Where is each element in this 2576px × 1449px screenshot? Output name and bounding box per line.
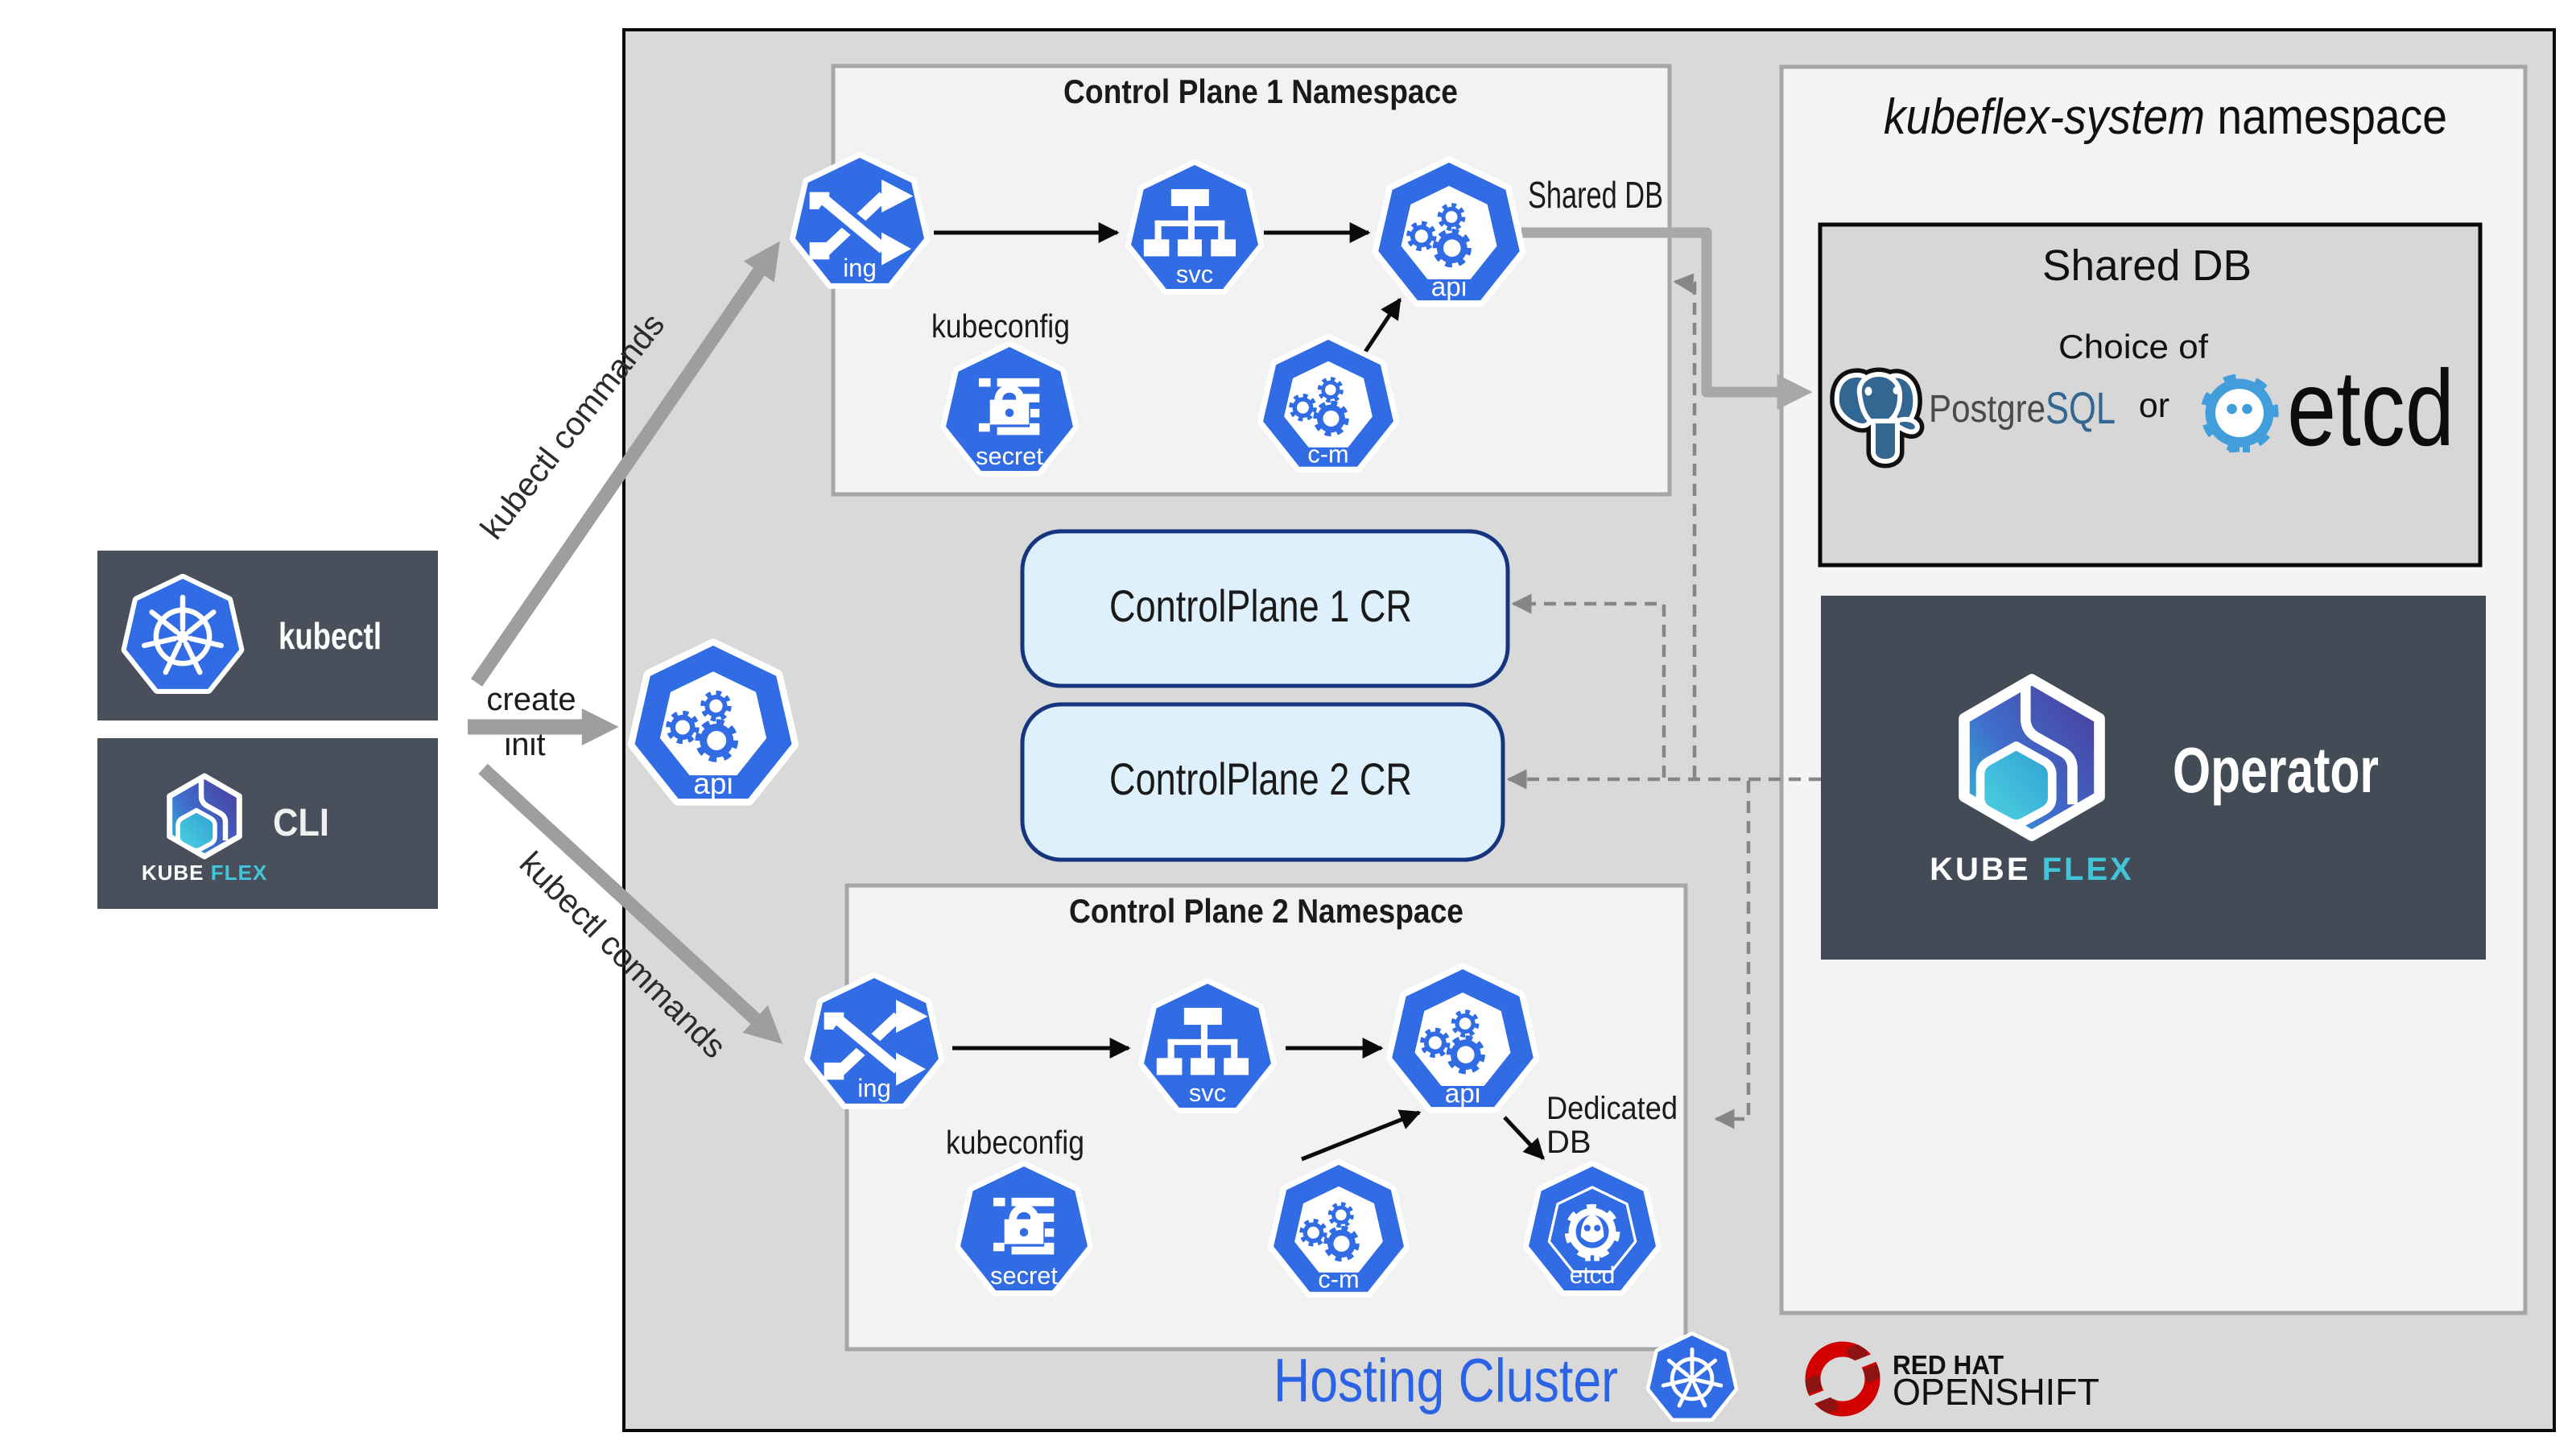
svg-text:OPENSHIFT: OPENSHIFT	[1893, 1371, 2099, 1413]
svg-text:create: create	[486, 682, 576, 717]
svg-text:Control Plane 2 Namespace: Control Plane 2 Namespace	[1069, 892, 1463, 930]
svg-text:KUBE FLEX: KUBE FLEX	[1930, 852, 2134, 887]
svg-text:Choice of: Choice of	[2058, 328, 2208, 365]
svg-text:RED HAT: RED HAT	[1893, 1350, 2004, 1380]
svg-text:Shared DB: Shared DB	[2042, 242, 2252, 290]
svg-text:kubeflex-system namespace: kubeflex-system namespace	[1884, 89, 2447, 145]
svg-text:Control Plane 1 Namespace: Control Plane 1 Namespace	[1063, 72, 1458, 110]
svg-text:ControlPlane 2 CR: ControlPlane 2 CR	[1109, 753, 1412, 804]
svg-text:KUBE FLEX: KUBE FLEX	[142, 861, 267, 885]
svg-text:Hosting Cluster: Hosting Cluster	[1274, 1347, 1618, 1415]
svg-text:Shared DB: Shared DB	[1528, 174, 1663, 216]
svg-text:Dedicated: Dedicated	[1546, 1091, 1678, 1126]
svg-text:kubeconfig: kubeconfig	[946, 1124, 1084, 1161]
svg-text:ControlPlane 1 CR: ControlPlane 1 CR	[1109, 580, 1412, 631]
svg-text:Operator: Operator	[2173, 734, 2379, 806]
svg-text:etcd: etcd	[2287, 349, 2454, 469]
svg-text:or: or	[2139, 386, 2169, 425]
svg-text:CLI: CLI	[273, 802, 329, 844]
svg-text:SQL: SQL	[2046, 382, 2116, 433]
svg-text:DB: DB	[1546, 1125, 1591, 1160]
svg-text:Postgre: Postgre	[1929, 388, 2046, 431]
svg-text:kubectl: kubectl	[279, 615, 382, 657]
svg-text:kubeconfig: kubeconfig	[931, 308, 1070, 345]
